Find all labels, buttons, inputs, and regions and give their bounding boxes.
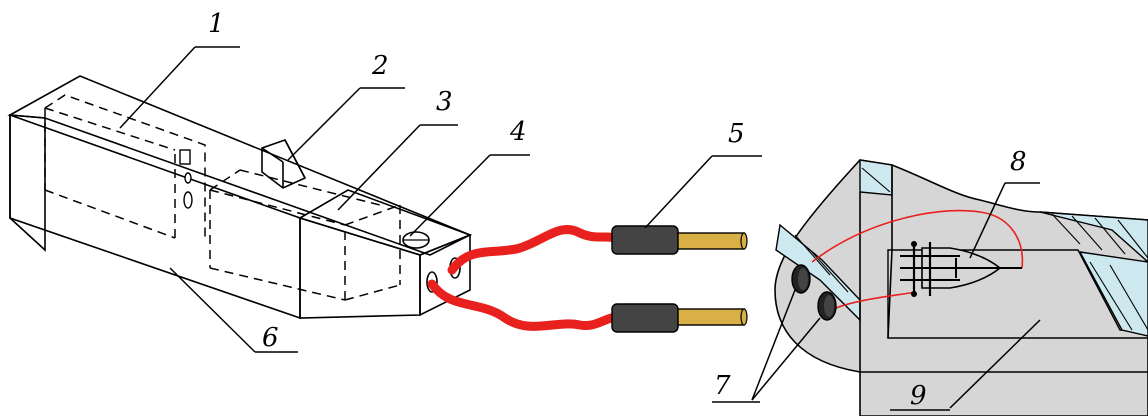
housing-nose-front bbox=[299, 216, 421, 319]
side-port-icon bbox=[183, 191, 193, 209]
sensor-device bbox=[900, 241, 1022, 297]
cables bbox=[427, 225, 748, 333]
plug-conductor-lower bbox=[677, 308, 745, 326]
label-2: 2 bbox=[371, 51, 389, 81]
label-8: 8 bbox=[1010, 147, 1027, 177]
inner-module-hidden bbox=[44, 94, 206, 240]
leader-lines bbox=[119, 46, 1041, 411]
housing-top-face bbox=[7, 75, 472, 256]
label-4: 4 bbox=[509, 117, 527, 147]
label-9: 9 bbox=[910, 381, 927, 411]
embedded-wire bbox=[811, 209, 1024, 311]
plug-conductor-upper bbox=[677, 232, 745, 250]
plug-sleeve-upper bbox=[611, 225, 679, 255]
cable-upper bbox=[447, 225, 621, 275]
label-5: 5 bbox=[728, 119, 745, 149]
housing-front-face bbox=[9, 113, 301, 320]
cable-lower bbox=[427, 279, 621, 331]
housing-end-face bbox=[9, 114, 46, 252]
label-7: 7 bbox=[714, 371, 731, 401]
plug-sleeve-lower bbox=[611, 303, 679, 333]
control-knob bbox=[261, 139, 307, 189]
side-connector bbox=[179, 149, 191, 165]
label-1: 1 bbox=[208, 9, 225, 39]
housing-nose-side bbox=[419, 233, 471, 317]
label-3: 3 bbox=[436, 87, 453, 117]
instrument-housing bbox=[7, 75, 473, 320]
callout-labels: 1 2 3 4 5 6 7 8 9 bbox=[208, 9, 1027, 411]
model-body bbox=[774, 159, 1148, 416]
label-6: 6 bbox=[262, 323, 279, 353]
